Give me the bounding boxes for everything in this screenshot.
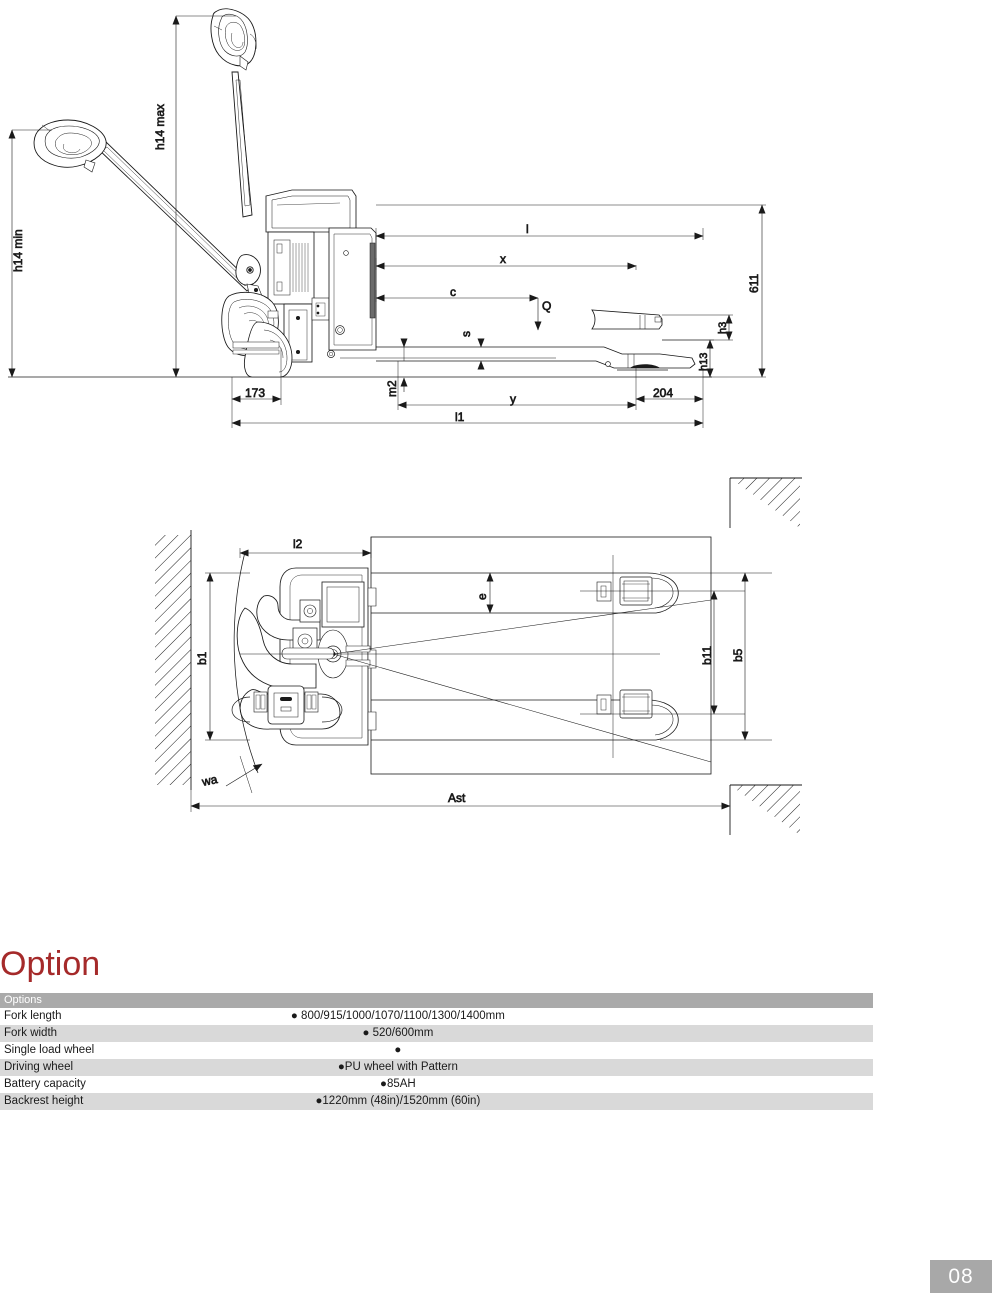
dim-l: l (526, 222, 529, 236)
row-label: Single load wheel (0, 1042, 153, 1059)
page-number-badge: 08 (930, 1260, 992, 1293)
option-heading: Option (0, 945, 101, 983)
dim-h13: h13 (698, 353, 710, 371)
table-row: Single load wheel ● (0, 1042, 873, 1059)
dim-611: 611 (747, 274, 761, 293)
dim-ast: Ast (448, 791, 466, 805)
dim-s: s (459, 331, 473, 337)
dim-m2: m2 (385, 380, 399, 397)
row-value: ● 800/915/1000/1070/1100/1300/1400mm (152, 1008, 873, 1025)
table-row: Fork width ● 520/600mm (0, 1025, 873, 1042)
dim-h14-min: h14 min (11, 229, 25, 272)
row-label: Fork width (0, 1025, 153, 1042)
row-value: ● (152, 1042, 873, 1059)
dim-wa: wa (200, 772, 219, 789)
dim-h3: h3 (717, 322, 729, 334)
dim-e: e (475, 593, 489, 600)
table-row: Driving wheel ●PU wheel with Pattern (0, 1059, 873, 1076)
dim-q: Q (542, 299, 551, 313)
options-table: Options Fork length ● 800/915/1000/1070/… (0, 993, 873, 1110)
options-table-header-row: Options (0, 993, 873, 1008)
dim-173: 173 (245, 386, 265, 400)
table-row: Fork length ● 800/915/1000/1070/1100/130… (0, 1008, 873, 1025)
dim-204: 204 (653, 386, 673, 400)
row-label: Battery capacity (0, 1076, 153, 1093)
row-label: Driving wheel (0, 1059, 153, 1076)
dim-y: y (510, 392, 516, 406)
dim-c: c (450, 285, 456, 299)
options-header-label: Options (0, 993, 873, 1008)
technical-drawings: h14 max h14 min 173 l1 y 204 l x c Q s m… (8, 8, 802, 835)
row-label: Fork length (0, 1008, 153, 1025)
dim-b5: b5 (731, 648, 745, 662)
dim-h14-max: h14 max (153, 104, 167, 150)
row-value: ●85AH (152, 1076, 873, 1093)
row-value: ●1220mm (48in)/1520mm (60in) (152, 1093, 873, 1110)
dim-l1: l1 (455, 410, 465, 424)
dim-x: x (500, 252, 506, 266)
dim-b11: b11 (700, 646, 714, 665)
row-value: ●PU wheel with Pattern (152, 1059, 873, 1076)
dim-b1: b1 (195, 651, 209, 665)
row-label: Backrest height (0, 1093, 153, 1110)
row-value: ● 520/600mm (152, 1025, 873, 1042)
table-row: Battery capacity ●85AH (0, 1076, 873, 1093)
options-table-body: Options Fork length ● 800/915/1000/1070/… (0, 993, 873, 1110)
dim-l2: l2 (293, 537, 303, 551)
table-row: Backrest height ●1220mm (48in)/1520mm (6… (0, 1093, 873, 1110)
